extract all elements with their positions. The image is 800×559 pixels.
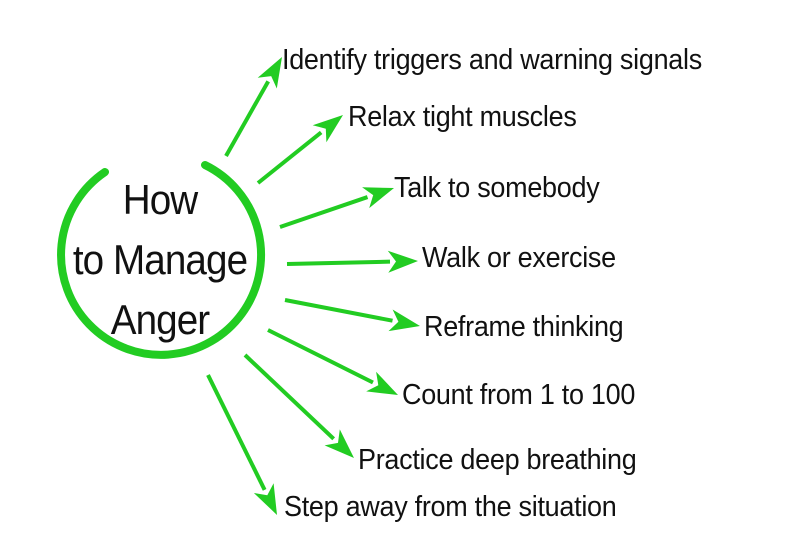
arrow-walk-or-exercise-shaft	[286, 259, 391, 266]
arrow-relax-muscles	[256, 115, 343, 185]
arrow-reframe-thinking-head	[388, 309, 420, 332]
item-label-relax-muscles: Relax tight muscles	[348, 101, 577, 133]
arrow-count-to-100-shaft	[267, 328, 374, 385]
arrow-step-away-shaft	[206, 374, 267, 491]
arrow-talk-to-somebody-shaft	[279, 195, 369, 229]
arrow-count-to-100	[267, 328, 398, 395]
arrow-step-away-head	[253, 483, 277, 515]
item-label-reframe-thinking: Reframe thinking	[424, 311, 624, 343]
arrow-deep-breathing-shaft	[243, 353, 336, 441]
arrow-identify-triggers-shaft	[224, 80, 270, 157]
item-label-walk-or-exercise: Walk or exercise	[422, 242, 616, 274]
arrow-count-to-100-head	[366, 371, 398, 395]
arrow-talk-to-somebody	[279, 187, 394, 229]
hub-circle	[57, 161, 265, 359]
arrow-walk-or-exercise-head	[387, 250, 418, 273]
arrow-relax-muscles-head	[312, 115, 343, 143]
center-title-line-1: How	[122, 176, 198, 223]
arrow-identify-triggers-head	[257, 57, 282, 89]
item-label-deep-breathing: Practice deep breathing	[358, 444, 637, 476]
arrow-step-away	[206, 374, 277, 515]
item-label-count-to-100: Count from 1 to 100	[402, 379, 636, 411]
arrow-identify-triggers	[224, 57, 282, 157]
arrow-group	[206, 57, 420, 515]
arrow-talk-to-somebody-head	[362, 187, 394, 209]
arrow-relax-muscles-shaft	[256, 130, 323, 185]
arrow-deep-breathing-head	[324, 429, 354, 458]
arrow-reframe-thinking-shaft	[284, 298, 393, 323]
item-label-step-away: Step away from the situation	[284, 491, 617, 523]
arrow-reframe-thinking	[284, 298, 420, 332]
item-label-identify-triggers: Identify triggers and warning signals	[282, 44, 702, 76]
item-label-talk-to-somebody: Talk to somebody	[394, 172, 600, 204]
arrow-deep-breathing	[243, 353, 354, 458]
arrow-walk-or-exercise	[286, 250, 418, 273]
center-title-line-2: to Manage	[72, 236, 248, 283]
center-title-line-3: Anger	[110, 296, 210, 343]
